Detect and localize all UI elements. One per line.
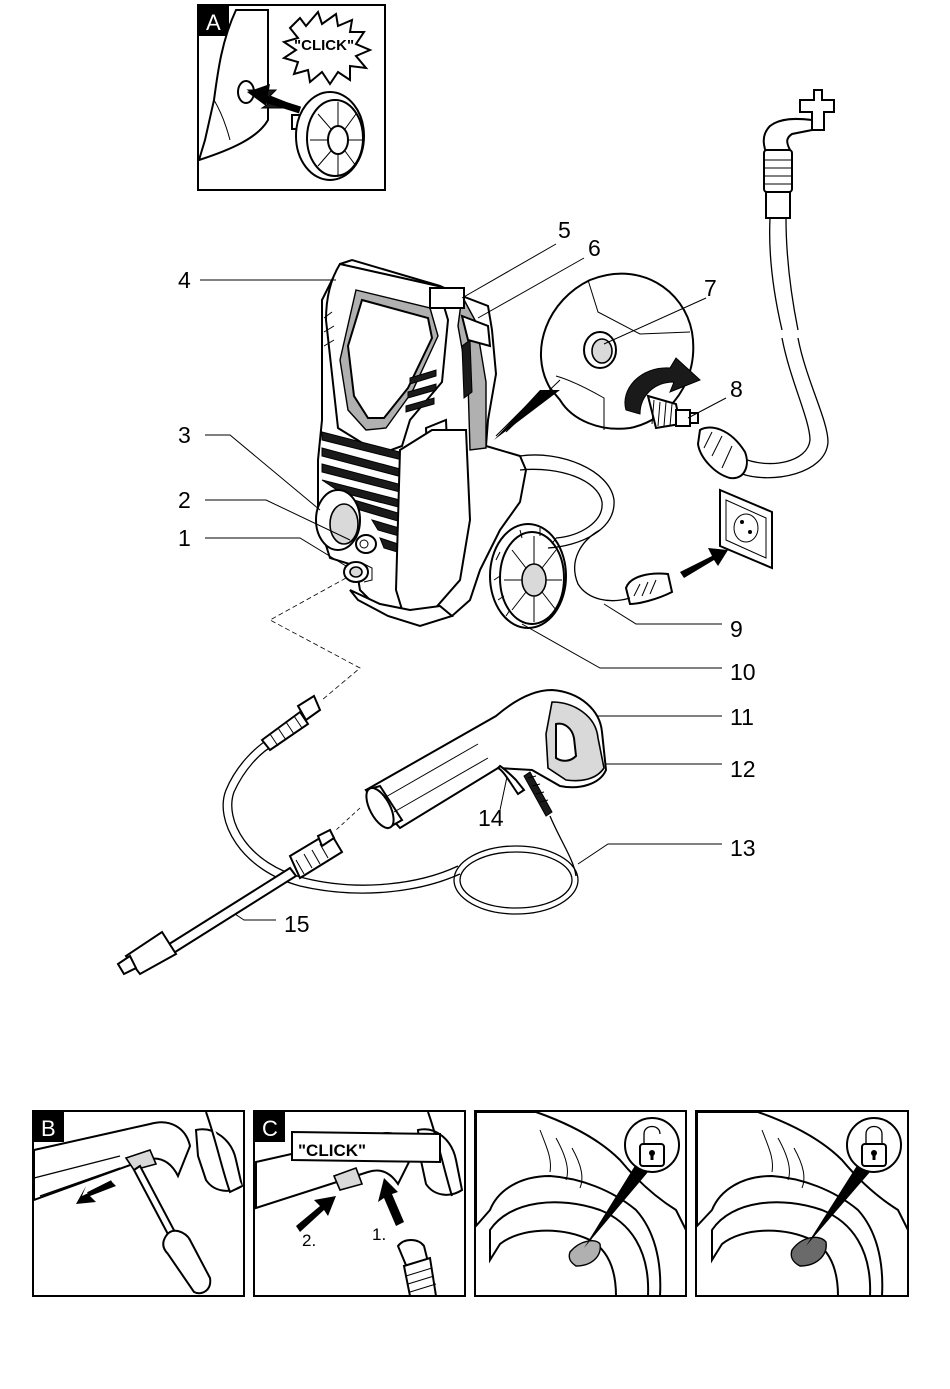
panel-a-tag: A xyxy=(206,10,221,35)
click-label-a: "CLICK" xyxy=(294,37,354,54)
callout-7: 7 xyxy=(704,275,717,301)
callout-6: 6 xyxy=(588,235,601,261)
panel-b: B xyxy=(33,1111,244,1296)
step-2-label: 2. xyxy=(302,1231,316,1250)
panel-c: C "CLICK" 2. 1. xyxy=(254,1111,465,1296)
callout-9: 9 xyxy=(730,616,743,642)
panel-lock xyxy=(696,1111,908,1296)
power-plug xyxy=(575,530,672,604)
insert-plug-arrow xyxy=(680,548,728,578)
callout-15: 15 xyxy=(284,911,310,937)
callout-10: 10 xyxy=(730,659,756,685)
callout-2: 2 xyxy=(178,487,191,513)
callout-13: 13 xyxy=(730,835,756,861)
callout-11: 11 xyxy=(730,704,754,730)
wall-socket xyxy=(720,490,772,568)
power-switch xyxy=(356,535,376,553)
callout-12: 12 xyxy=(730,756,756,782)
click-label-c: "CLICK" xyxy=(298,1141,366,1160)
callout-4: 4 xyxy=(178,267,191,293)
callout-8: 8 xyxy=(730,376,743,402)
panel-a: A "CLICK" xyxy=(198,5,385,190)
panel-b-tag: B xyxy=(41,1116,56,1141)
water-inlet-detail xyxy=(494,274,700,440)
wheel-main xyxy=(490,524,566,628)
step-1-label: 1. xyxy=(372,1225,386,1244)
water-tap-and-hose xyxy=(698,90,834,478)
panel-c-tag: C xyxy=(262,1116,278,1141)
panel-unlock xyxy=(475,1111,686,1296)
callout-5: 5 xyxy=(558,217,571,243)
spray-lance xyxy=(118,830,342,974)
callout-3: 3 xyxy=(178,422,191,448)
callout-14: 14 xyxy=(478,805,504,831)
callout-1: 1 xyxy=(178,525,191,551)
